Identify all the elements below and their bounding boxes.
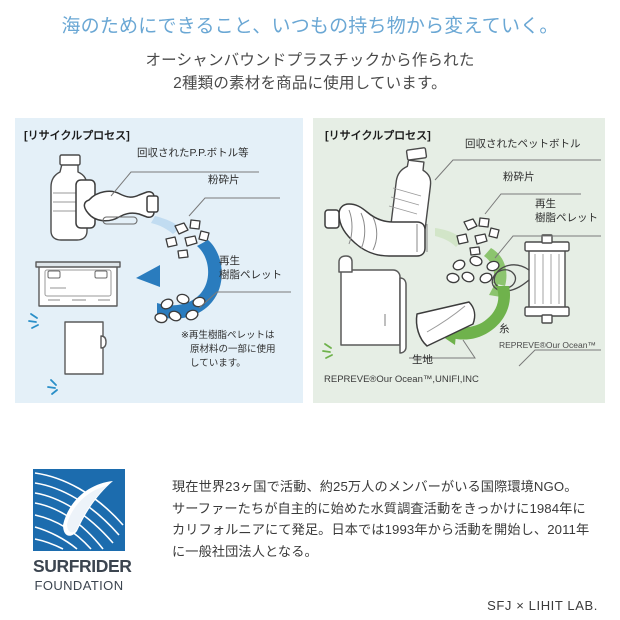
right-label-pellets-line2: 樹脂ペレット	[535, 212, 598, 224]
subtitle-line-1: オーシャンバウンドプラスチックから作られた	[145, 52, 475, 69]
right-label-fabric: 生地	[412, 354, 433, 366]
surfrider-logo-mark	[33, 469, 125, 551]
page-title: 海のためにできること、いつもの持ち物から変えていく。	[61, 16, 559, 37]
footer-credit: SFJ × LIHIT LAB.	[487, 598, 598, 613]
header: 海のためにできること、いつもの持ち物から変えていく。 オーシャンバウンドプラスチ…	[0, 14, 620, 95]
right-panel-credit: REPREVE®Our Ocean™,UNIFI,INC	[324, 374, 479, 385]
subtitle-line-2: 2種類の素材を商品に使用しています。	[173, 75, 447, 92]
left-note-line3: しています。	[190, 358, 246, 369]
left-note-line2: 原材料の一部に使用	[190, 344, 276, 355]
right-label-bottles: 回収されたペットボトル	[465, 138, 581, 150]
left-label-pellets-line1: 再生	[219, 255, 240, 267]
right-label-yarn-brand: REPREVE®Our Ocean™	[499, 340, 596, 350]
wave-icon	[33, 469, 125, 551]
surfrider-section: SURFRIDER FOUNDATION 現在世界23ヶ国で活動、約25万人のメ…	[0, 462, 620, 613]
recycle-process-panel-pp: [リサイクルプロセス] 回収されたP.P.ボトル等 粉砕片 再生 樹脂ペレット …	[15, 118, 303, 403]
description-line-4: に一般社団法人となる。	[172, 543, 318, 559]
right-panel-illustration	[322, 147, 601, 367]
left-panel-illustration	[28, 154, 291, 395]
left-label-pellets-line2: 樹脂ペレット	[219, 269, 282, 281]
description-line-3: カリフォルニアにて発足。日本では1993年から活動を開始し、2011年	[172, 522, 590, 537]
left-panel-title: [リサイクルプロセス]	[24, 130, 130, 142]
recycle-process-panel-pet: [リサイクルプロセス] 回収されたペットボトル 粉砕片 再生 樹脂ペレット 糸 …	[313, 118, 605, 403]
surfrider-logo-subname: FOUNDATION	[34, 578, 124, 593]
surfrider-logo: SURFRIDER FOUNDATION	[33, 469, 132, 593]
left-label-flakes: 粉砕片	[208, 174, 240, 186]
right-label-flakes: 粉砕片	[503, 171, 535, 183]
surfrider-description: 現在世界23ヶ国で活動、約25万人のメンバーがいる国際環境NGO。 サーファーた…	[172, 476, 596, 562]
page-subtitle: オーシャンバウンドプラスチックから作られた 2種類の素材を商品に使用しています。	[0, 49, 620, 95]
right-label-pellets-line1: 再生	[535, 198, 556, 210]
left-label-bottles: 回収されたP.P.ボトル等	[137, 147, 249, 159]
surfrider-logo-name: SURFRIDER	[33, 556, 132, 576]
left-note-line1: ※再生樹脂ペレットは	[181, 330, 275, 341]
description-line-1: 現在世界23ヶ国で活動、約25万人のメンバーがいる国際環境NGO。	[172, 479, 578, 494]
right-panel-title: [リサイクルプロセス]	[325, 130, 431, 142]
right-label-yarn: 糸	[499, 323, 510, 335]
description-line-2: サーファーたちが自主的に始めた水質調査活動をきっかけに1984年に	[172, 500, 586, 516]
